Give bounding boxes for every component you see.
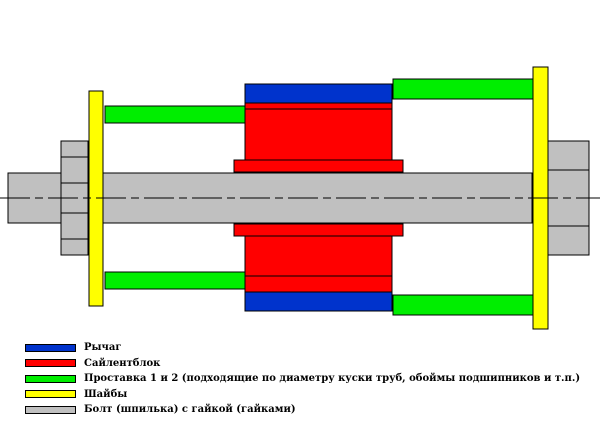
spacer-1-top <box>104 105 246 124</box>
legend-item-spacer: Проставка 1 и 2 (подходящие по диаметру … <box>25 371 580 387</box>
legend-label: Болт (шпилька) с гайкой (гайками) <box>84 404 296 416</box>
lever-bottom <box>244 291 393 312</box>
legend-label: Проставка 1 и 2 (подходящие по диаметру … <box>84 373 581 385</box>
legend-swatch <box>25 374 76 383</box>
spacer-2-top <box>392 78 536 100</box>
legend-swatch <box>25 359 76 368</box>
legend-label: Шайбы <box>84 388 128 400</box>
legend-swatch <box>25 405 76 414</box>
legend-item-bolt: Болт (шпилька) с гайкой (гайками) <box>25 402 580 418</box>
legend-item-bushing: Сайлентблок <box>25 356 580 372</box>
legend-item-washer: Шайбы <box>25 387 580 403</box>
legend-swatch <box>25 390 76 399</box>
bushing-bottom <box>244 235 393 293</box>
bushing-top <box>244 102 393 161</box>
legend-swatch <box>25 343 76 352</box>
legend-item-lever: Рычаг <box>25 340 580 356</box>
legend-label: Рычаг <box>84 342 122 354</box>
bushing-bottom-flange <box>233 223 404 237</box>
spacer-2-bottom <box>392 294 536 316</box>
legend: Рычаг Сайлентблок Проставка 1 и 2 (подхо… <box>25 340 580 418</box>
lever-top <box>244 83 393 104</box>
legend-label: Сайлентблок <box>84 357 161 369</box>
spacer-1-bottom <box>104 271 246 290</box>
bushing-top-flange <box>233 159 404 173</box>
